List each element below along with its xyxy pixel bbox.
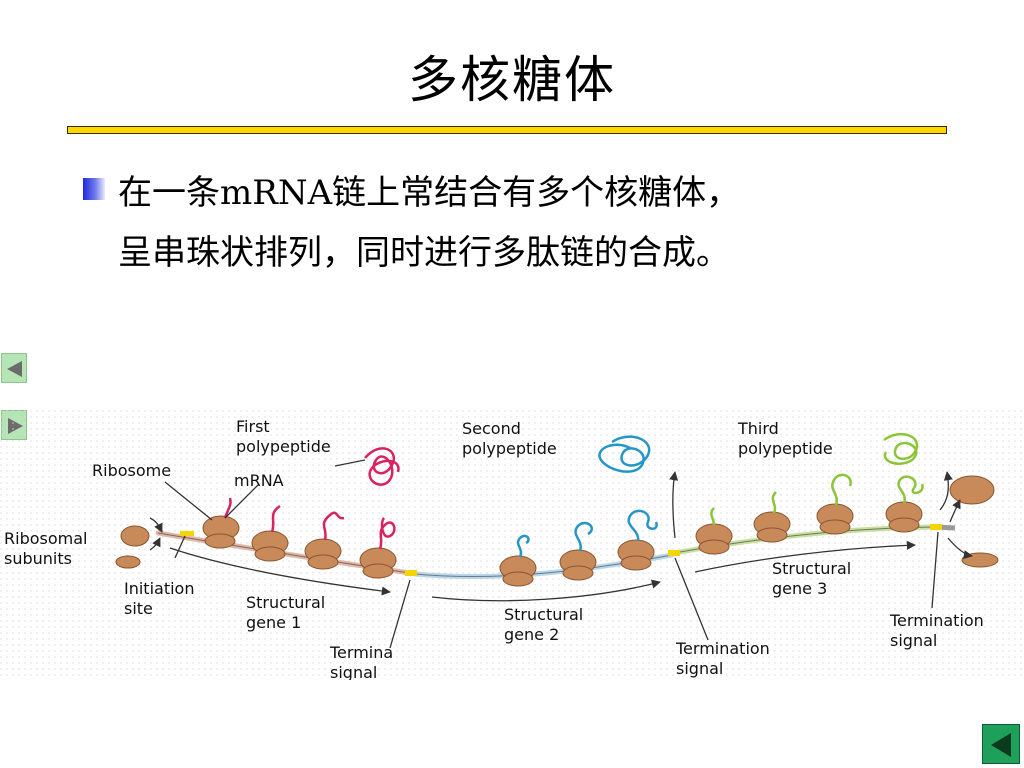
label-termina-signal-1: Termina	[329, 643, 393, 662]
label-structural-gene1-2: gene 1	[246, 613, 301, 632]
label-termination-signal-end-1: Termination	[889, 611, 984, 630]
label-structural-gene3-1: Structural	[772, 559, 851, 578]
third-polypeptide-coil	[883, 432, 919, 465]
ribosomes-gene3	[695, 473, 924, 555]
label-structural-gene3-2: gene 3	[772, 579, 827, 598]
label-first-polypeptide-2: polypeptide	[236, 437, 331, 456]
diagram-background	[0, 410, 1024, 680]
diagram-arrows	[149, 459, 973, 649]
label-third-polypeptide-1: Third	[737, 419, 779, 438]
label-initiation-site-1: Initiation	[124, 579, 194, 598]
bullet-square-icon	[83, 178, 105, 200]
diagram-labels: First polypeptide Ribosome mRNA Ribosoma…	[4, 417, 984, 680]
ribosomes-gene1	[202, 497, 397, 579]
label-initiation-site-2: site	[124, 599, 153, 618]
label-ribosomal-subunits-1: Ribosomal	[4, 529, 87, 548]
second-polypeptide-coil	[598, 435, 651, 473]
termina-signal-marker	[405, 570, 417, 576]
label-termination-signal-mid-1: Termination	[675, 639, 770, 658]
initiation-marker	[180, 531, 194, 536]
ribosomes-gene2	[499, 509, 658, 587]
left-triangle-icon	[991, 733, 1011, 757]
bullet-text: 在一条mRNA链上常结合有多个核糖体， 呈串珠状排列，同时进行多肽链的合成。	[118, 163, 998, 283]
bullet-line-1: 在一条mRNA链上常结合有多个核糖体，	[118, 173, 741, 213]
label-ribosome: Ribosome	[92, 461, 171, 480]
label-termination-signal-end-2: signal	[890, 631, 937, 650]
label-termination-signal-mid-2: signal	[676, 659, 723, 678]
polysome-diagram: First polypeptide Ribosome mRNA Ribosoma…	[0, 410, 1024, 680]
ribosomal-subunits	[115, 475, 999, 569]
label-structural-gene2-2: gene 2	[504, 625, 559, 644]
slide-title: 多核糖体	[408, 51, 616, 109]
label-second-polypeptide-1: Second	[462, 419, 521, 438]
label-mrna: mRNA	[234, 471, 284, 490]
return-button[interactable]	[982, 724, 1020, 764]
termination-signal-end-marker	[930, 524, 942, 530]
prev-slide-button[interactable]	[1, 353, 27, 383]
termination-signal-mid-marker	[668, 550, 680, 556]
label-termina-signal-2: signal	[330, 663, 377, 680]
label-structural-gene1-1: Structural	[246, 593, 325, 612]
title-rule	[67, 126, 947, 134]
label-third-polypeptide-2: polypeptide	[738, 439, 833, 458]
first-polypeptide-coil	[364, 447, 400, 486]
label-structural-gene2-1: Structural	[504, 605, 583, 624]
label-ribosomal-subunits-2: subunits	[4, 549, 72, 568]
bullet-line-2: 呈串珠状排列，同时进行多肽链的合成。	[118, 233, 730, 273]
left-triangle-icon	[7, 361, 22, 377]
label-first-polypeptide-1: First	[236, 417, 270, 436]
label-second-polypeptide-2: polypeptide	[462, 439, 557, 458]
